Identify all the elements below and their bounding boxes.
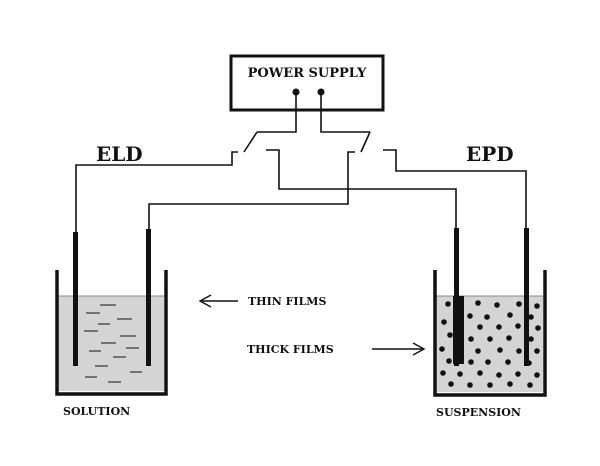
epd-electrode-right [524, 228, 529, 366]
thin-films-arrow-head [198, 294, 212, 308]
switch-left-blade [243, 131, 258, 153]
power-supply-label: POWER SUPPLY [248, 66, 368, 81]
wire-left-switch-upper [266, 149, 457, 228]
eld-electrode-right [146, 229, 151, 366]
solution-ions [84, 304, 142, 383]
solution-caption: SOLUTION [63, 405, 130, 418]
thin-films-label: THIN FILMS [248, 295, 326, 308]
wiring [75, 92, 527, 237]
wire-left-switch-lower [75, 151, 238, 237]
thick-films-arrow-head [412, 342, 426, 356]
eld-electrode-left [73, 232, 78, 366]
power-supply-box [229, 54, 385, 112]
wire-right-switch-upper [383, 149, 527, 228]
thin-films-annotation: THIN FILMS [198, 294, 326, 308]
beaker-solution [55, 229, 168, 396]
wire-terminal-left [257, 92, 297, 133]
wire-right-switch-lower [148, 151, 355, 229]
power-supply: POWER SUPPLY [229, 54, 385, 112]
suspension-caption: SUSPENSION [436, 406, 521, 419]
wire-terminal-right [320, 92, 370, 133]
epd-electrode-left [454, 228, 459, 366]
thick-films-label: THICK FILMS [247, 343, 334, 356]
suspension-particles [439, 300, 541, 388]
solution-beaker-outline [55, 270, 168, 396]
suspension-beaker-outline [433, 270, 547, 397]
thick-films-annotation: THICK FILMS [247, 342, 426, 356]
epd-label: EPD [466, 142, 514, 166]
eld-label: ELD [96, 142, 143, 166]
beaker-suspension [433, 228, 547, 397]
switch-right-blade [360, 131, 371, 153]
